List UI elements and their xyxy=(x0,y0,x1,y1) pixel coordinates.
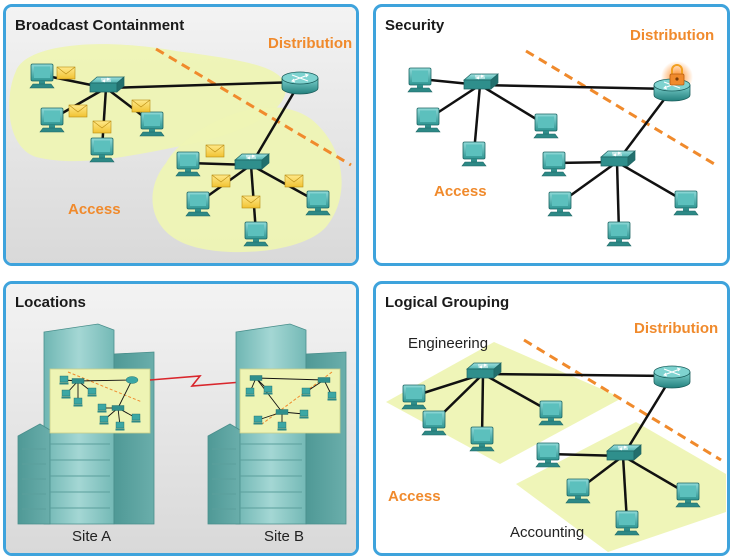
wan-link xyxy=(149,375,243,387)
broadcast-frame-icon xyxy=(68,104,88,118)
pc-icon xyxy=(614,510,640,536)
broadcast-frame-icon xyxy=(241,195,261,209)
panel-broadcast-containment: Broadcast Containment Distribution Acces… xyxy=(3,4,359,266)
pc-icon xyxy=(39,107,65,133)
switch-icon xyxy=(600,150,636,167)
distribution-label: Distribution xyxy=(630,27,715,44)
pc-icon xyxy=(533,113,559,139)
distribution-boundary xyxy=(523,338,722,462)
pc-icon xyxy=(547,191,573,217)
pc-icon xyxy=(675,482,701,508)
pc-icon xyxy=(606,221,632,247)
distribution-label: Distribution xyxy=(634,320,719,337)
broadcast-frame-icon xyxy=(131,99,151,113)
pc-icon xyxy=(673,190,699,216)
access-label: Access xyxy=(68,201,121,218)
broadcast-frame-icon xyxy=(205,144,225,158)
building-site-a xyxy=(17,323,155,525)
switch-icon xyxy=(606,444,642,461)
panel-title: Broadcast Containment xyxy=(15,17,185,34)
panel-title: Locations xyxy=(15,294,86,311)
pc-icon xyxy=(139,111,165,137)
distribution-boundary xyxy=(525,49,717,167)
building-site-b xyxy=(207,323,347,525)
pc-icon xyxy=(461,141,487,167)
accounting-zone xyxy=(516,422,726,552)
switch-icon xyxy=(466,362,502,379)
panel-title: Logical Grouping xyxy=(385,294,510,311)
site-a-label: Site A xyxy=(72,528,112,545)
distribution-label: Distribution xyxy=(268,35,353,52)
broadcast-frame-icon xyxy=(211,174,231,188)
pc-icon xyxy=(185,191,211,217)
pc-icon xyxy=(29,63,55,89)
logical-grouping-diagram xyxy=(386,338,726,552)
pc-icon xyxy=(541,151,567,177)
access-label: Access xyxy=(388,488,441,505)
pc-icon xyxy=(565,478,591,504)
switch-icon xyxy=(463,73,499,90)
pc-icon xyxy=(407,67,433,93)
panel-title: Security xyxy=(385,17,445,34)
switch-icon xyxy=(89,76,125,93)
panel-security: Security Distribution Access xyxy=(373,4,730,266)
accounting-label: Accounting xyxy=(510,524,585,541)
panel-logical-grouping: Logical Grouping Distribution Engineerin… xyxy=(373,281,730,556)
panel-locations: Locations Site A Site B xyxy=(3,281,359,556)
pc-icon xyxy=(89,137,115,163)
access-label: Access xyxy=(434,183,487,200)
security-diagram xyxy=(407,49,717,247)
broadcast-frame-icon xyxy=(56,66,76,80)
pc-icon xyxy=(243,221,269,247)
pc-icon xyxy=(535,442,561,468)
distribution-boundary xyxy=(155,47,352,167)
broadcast-frame-icon xyxy=(284,174,304,188)
broadcast-frame-icon xyxy=(92,120,112,134)
router-icon xyxy=(281,71,319,95)
pc-icon xyxy=(305,190,331,216)
pc-icon xyxy=(175,151,201,177)
engineering-label: Engineering xyxy=(408,335,489,352)
switch-icon xyxy=(234,153,270,170)
engineering-zone xyxy=(386,342,622,464)
pc-icon xyxy=(469,426,495,452)
pc-icon xyxy=(421,410,447,436)
site-b-label: Site B xyxy=(264,528,305,545)
pc-icon xyxy=(538,400,564,426)
pc-icon xyxy=(401,384,427,410)
router-icon xyxy=(653,365,691,389)
pc-icon xyxy=(415,107,441,133)
broadcast-diagram xyxy=(6,7,356,263)
locations-diagram xyxy=(6,284,356,553)
